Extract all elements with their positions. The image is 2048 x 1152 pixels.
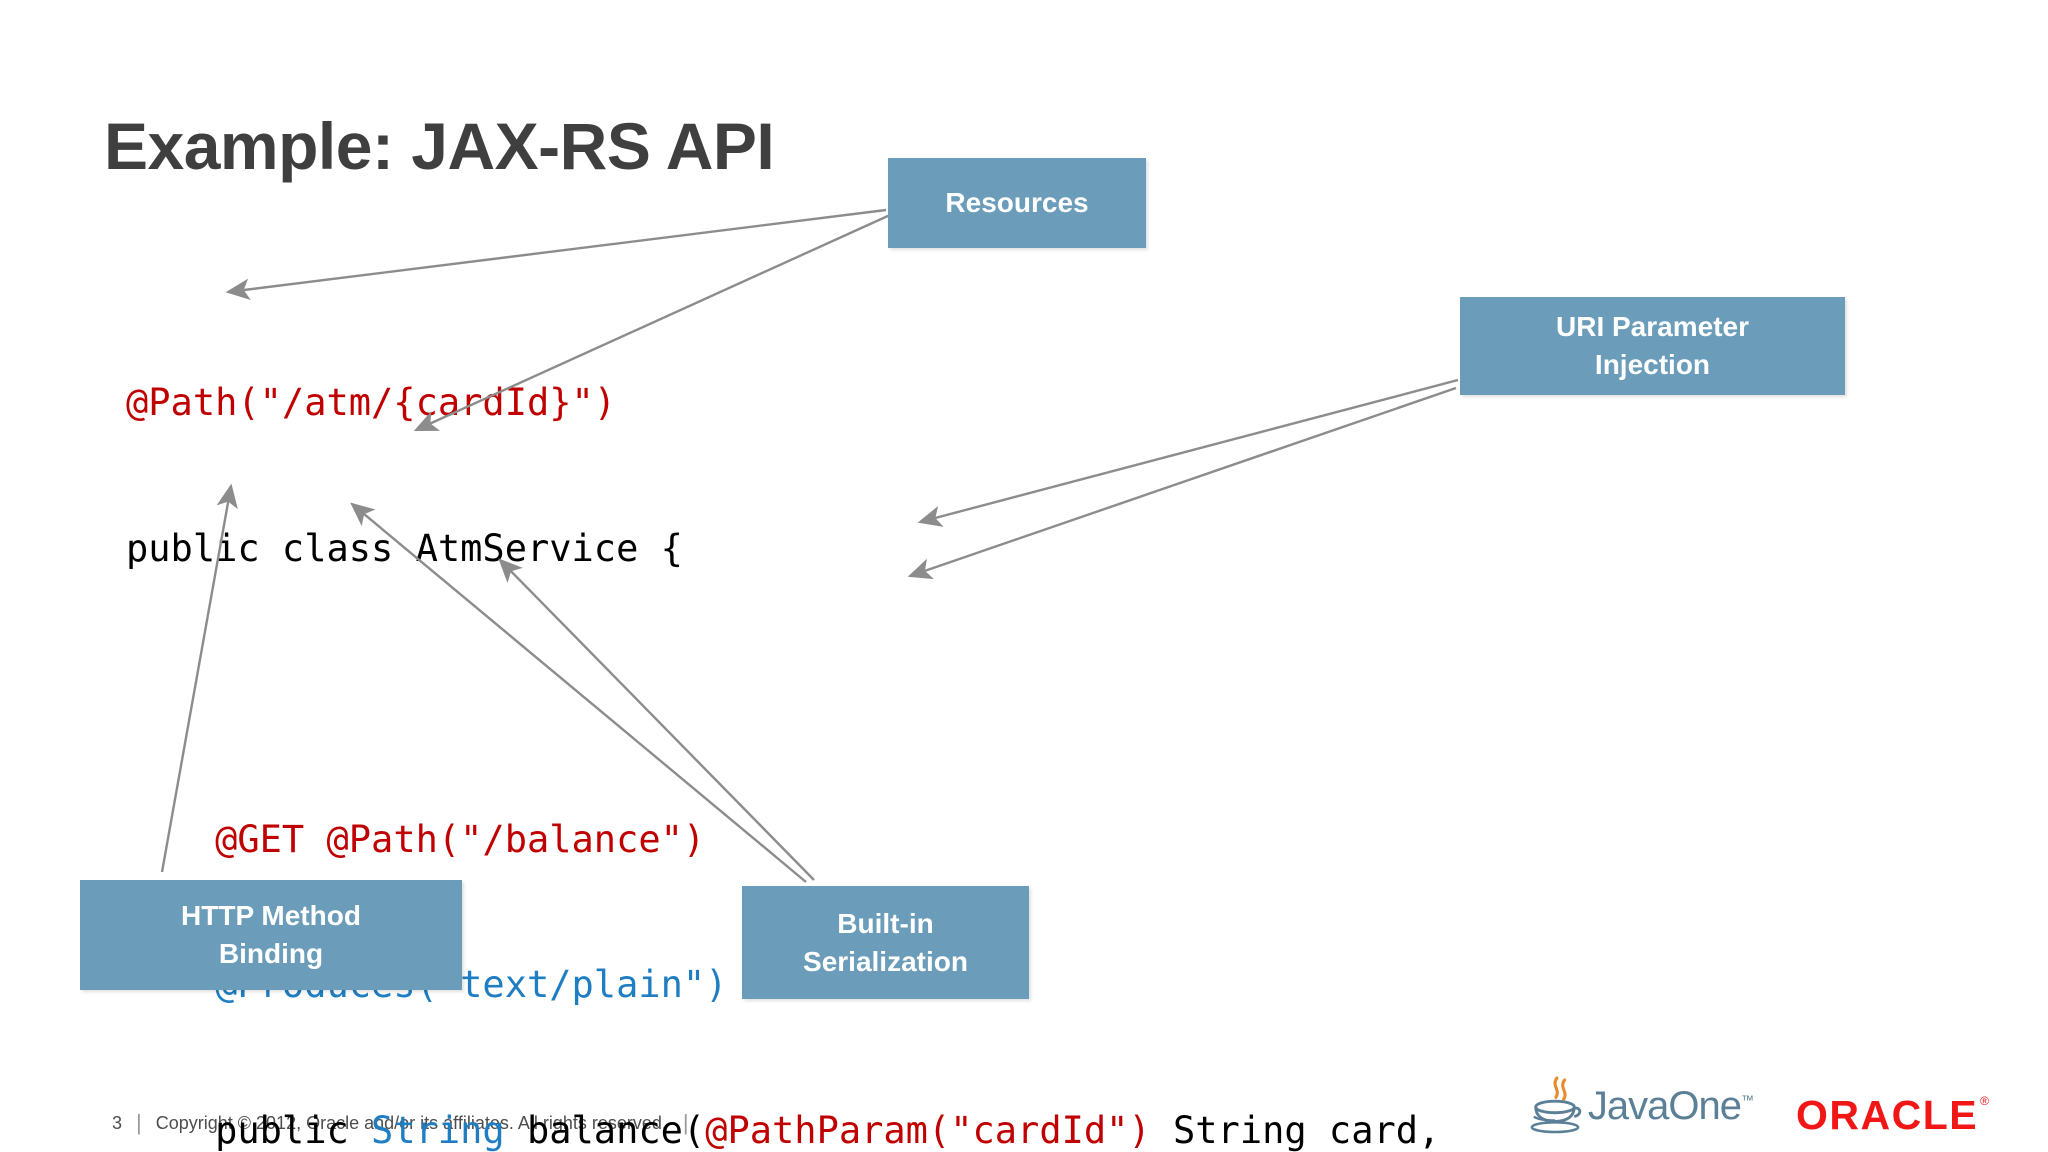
callout-resources-label: Resources bbox=[945, 187, 1089, 218]
code-token: String card, bbox=[1150, 1108, 1441, 1152]
callout-serial-line2: Serialization bbox=[803, 945, 968, 977]
code-token-annotation: @PathParam("cardId") bbox=[705, 1108, 1151, 1152]
callout-http-line1: HTTP Method bbox=[181, 900, 361, 931]
callout-http-method-binding[interactable]: HTTP Method Binding bbox=[80, 880, 462, 990]
callout-http-line2: Binding bbox=[218, 938, 324, 969]
callout-uri-line2: Injection bbox=[1594, 349, 1711, 380]
code-token-type: String bbox=[371, 1108, 505, 1152]
code-token: public class AtmService { bbox=[126, 526, 683, 570]
footer-divider-right: | bbox=[682, 1110, 689, 1135]
footer: 3 | Copyright © 2012, Oracle and/or its … bbox=[112, 1110, 689, 1136]
code-line: @GET @Path("/balance") bbox=[126, 816, 1440, 865]
code-token: public bbox=[215, 1108, 372, 1152]
code-line: public class AtmService { bbox=[126, 525, 1440, 574]
code-token: balance( bbox=[504, 1108, 706, 1152]
java-coffee-cup-icon bbox=[1530, 1076, 1582, 1134]
oracle-wordmark: ORACLE bbox=[1796, 1092, 1979, 1138]
callout-resources[interactable]: Resources bbox=[888, 158, 1146, 248]
javaone-trademark: ™ bbox=[1741, 1092, 1754, 1108]
callout-uri-parameter-injection[interactable]: URI Parameter Injection bbox=[1460, 297, 1845, 395]
copyright-text: Copyright © 2012, Oracle and/or its affi… bbox=[155, 1112, 667, 1133]
code-block: @Path("/atm/{cardId}") public class AtmS… bbox=[126, 282, 1440, 1152]
page-title: Example: JAX-RS API bbox=[104, 109, 775, 183]
code-line: public String balance(@PathParam("cardId… bbox=[126, 1107, 1440, 1152]
javaone-wordmark: JavaOne™ bbox=[1587, 1083, 1754, 1129]
code-line: @Path("/atm/{cardId}") bbox=[126, 379, 1440, 428]
callout-serial-line1: Built-in bbox=[837, 907, 934, 939]
oracle-registered-mark: ® bbox=[1980, 1094, 1989, 1108]
javaone-logo: JavaOne™ bbox=[1528, 1072, 1754, 1140]
callout-built-in-serialization[interactable]: Built-in Serialization bbox=[742, 886, 1029, 999]
code-line-blank bbox=[126, 670, 1440, 719]
code-token-annotation: @Path("/atm/{cardId}") bbox=[126, 381, 617, 424]
callout-uri-line1: URI Parameter bbox=[1556, 311, 1749, 342]
arrow-resources-to-path bbox=[225, 208, 887, 301]
javaone-name: JavaOne bbox=[1587, 1083, 1742, 1128]
oracle-logo: ORACLE ® bbox=[1796, 1092, 1989, 1139]
page-number: 3 bbox=[112, 1112, 123, 1133]
footer-divider: | bbox=[136, 1110, 142, 1135]
code-token-annotation: @GET @Path("/balance") bbox=[215, 817, 706, 861]
